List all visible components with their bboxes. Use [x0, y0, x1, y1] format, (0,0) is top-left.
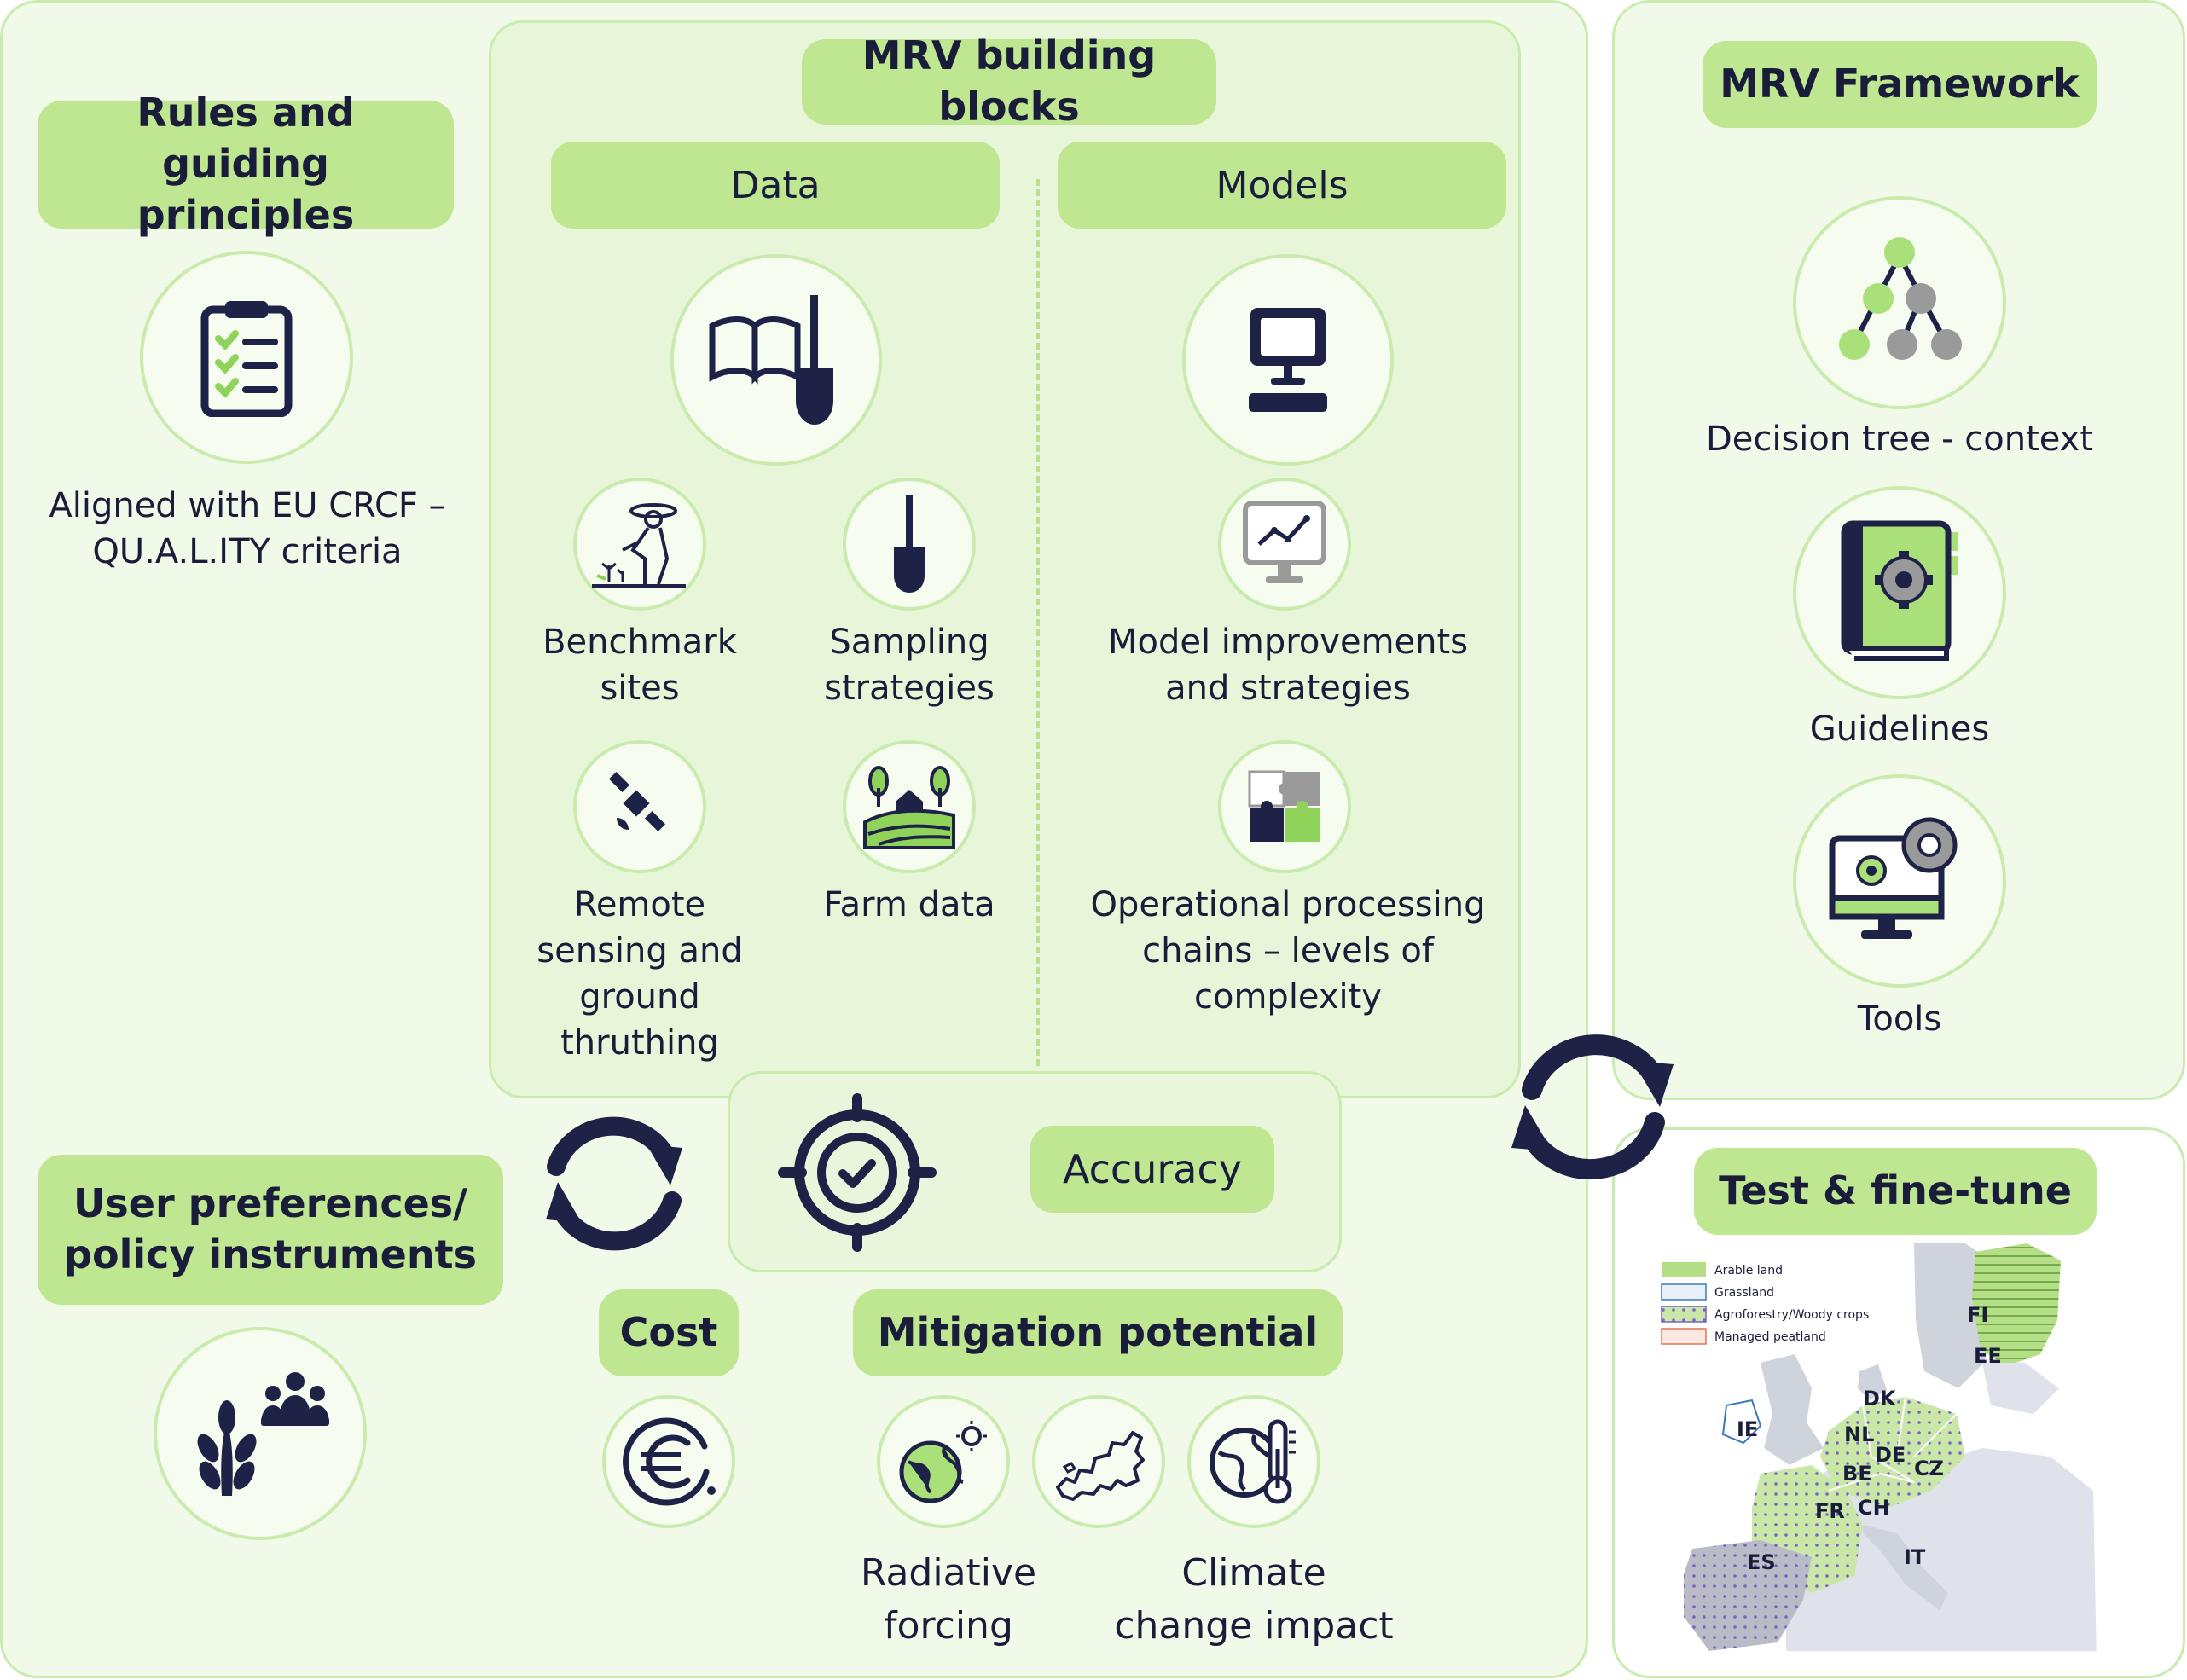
cycle-arrows-right-icon — [1488, 1013, 1697, 1197]
radiative-circle — [877, 1395, 1010, 1528]
benchmark-circle — [573, 478, 706, 611]
country-be: BE — [1842, 1462, 1872, 1486]
radiative-label: Radiative forcing — [860, 1551, 1037, 1648]
decision-tree-icon — [1839, 237, 1962, 360]
climate-label: Climate change impact — [1114, 1551, 1394, 1648]
country-dk: DK — [1863, 1387, 1897, 1411]
target-check-icon — [778, 1093, 937, 1252]
mitigation-header: Mitigation potential — [853, 1289, 1343, 1376]
data-models-divider — [1036, 179, 1040, 1066]
map-central — [1820, 1397, 1965, 1508]
europe-map-circle — [1032, 1395, 1165, 1528]
computer-icon — [1249, 308, 1327, 412]
processing-circle — [1218, 740, 1351, 873]
remote-circle — [573, 740, 706, 873]
legend-grassland: Grassland — [1714, 1286, 1774, 1300]
monitor-chart-icon — [1243, 501, 1326, 583]
country-it: IT — [1904, 1545, 1926, 1569]
europe-outline-icon — [1056, 1431, 1145, 1501]
rules-label: Aligned with EU CRCF – QU.A.L.ITY criter… — [49, 486, 446, 571]
country-es: ES — [1747, 1550, 1776, 1574]
satellite-icon — [608, 771, 666, 832]
tools-circle — [1793, 774, 2006, 988]
building-blocks-header: MRV building blocks — [802, 32, 1216, 130]
framework-header: MRV Framework — [1703, 41, 2097, 128]
legend-arable: Arable land — [1714, 1264, 1783, 1277]
rules-header: Rules and guiding principles — [38, 90, 454, 238]
rules-circle — [140, 251, 353, 464]
data-subheader: Data — [551, 142, 1000, 229]
decision-tree-circle — [1793, 196, 2006, 409]
map-spain — [1684, 1540, 1812, 1651]
shovel-icon — [894, 495, 925, 593]
country-ie: IE — [1737, 1417, 1758, 1441]
globe-sun-icon — [899, 1421, 987, 1503]
country-fr: FR — [1815, 1499, 1845, 1523]
tools-label: Tools — [1857, 999, 1942, 1039]
map-baltic — [1982, 1363, 2059, 1414]
guidelines-label: Guidelines — [1809, 710, 1990, 749]
book-and-shovel-icon — [709, 295, 833, 425]
country-fi: FI — [1967, 1303, 1988, 1327]
map-ireland — [1721, 1399, 1762, 1445]
puzzle-icon — [1248, 770, 1320, 842]
climate-circle — [1187, 1395, 1320, 1528]
processing-label: Operational processing chains – levels o… — [1090, 885, 1486, 1017]
models-circle — [1182, 254, 1394, 466]
map-denmark — [1858, 1364, 1887, 1400]
map-uk — [1761, 1354, 1824, 1465]
user-header: User preferences/ policy instruments — [38, 1155, 503, 1305]
cycle-arrows-left-icon — [522, 1100, 706, 1267]
benchmark-label: Benchmark sites — [542, 623, 737, 708]
globe-thermometer-icon — [1210, 1419, 1296, 1504]
user-circle — [154, 1327, 367, 1540]
legend-agroforestry: Agroforestry/Woody crops — [1714, 1308, 1869, 1322]
improvements-circle — [1218, 478, 1351, 611]
test-header: Test & fine-tune — [1694, 1148, 2097, 1235]
wheat-and-people-icon — [197, 1372, 329, 1496]
guidelines-book-icon — [1841, 520, 1958, 661]
country-cz: CZ — [1914, 1457, 1944, 1480]
accuracy-subheader: Accuracy — [1030, 1126, 1274, 1213]
sampling-label: Sampling strategies — [824, 623, 995, 708]
remote-label: Remote sensing and ground thruthing — [537, 885, 743, 1063]
legend-peatland: Managed peatland — [1714, 1330, 1826, 1344]
checklist-clipboard-icon — [200, 301, 293, 417]
map-legend: Arable land Grassland Agroforestry/Woody… — [1661, 1262, 1869, 1345]
farmer-planting-icon — [592, 503, 686, 588]
farm-label: Farm data — [823, 885, 995, 924]
map-finland — [1972, 1243, 2061, 1366]
farm-circle — [843, 740, 976, 873]
improvements-label: Model improvements and strategies — [1107, 623, 1469, 708]
europe-map: Arable land Grassland Agroforestry/Woody… — [1658, 1243, 2097, 1651]
country-nl: NL — [1844, 1422, 1874, 1446]
cost-circle — [602, 1395, 735, 1528]
tools-monitor-gears-icon — [1829, 817, 1958, 939]
country-de: DE — [1875, 1443, 1906, 1467]
guidelines-circle — [1793, 486, 2006, 699]
sampling-circle — [843, 478, 976, 611]
decision-tree-label: Decision tree - context — [1705, 420, 2094, 459]
euro-icon — [623, 1417, 716, 1506]
country-ch: CH — [1858, 1496, 1890, 1520]
map-italy — [1863, 1525, 1948, 1610]
data-circle — [670, 254, 882, 466]
country-ee: EE — [1974, 1344, 2002, 1368]
accuracy-target — [776, 1092, 938, 1254]
models-subheader: Models — [1058, 142, 1506, 229]
farm-fields-icon — [863, 766, 955, 849]
cost-header: Cost — [599, 1289, 739, 1376]
